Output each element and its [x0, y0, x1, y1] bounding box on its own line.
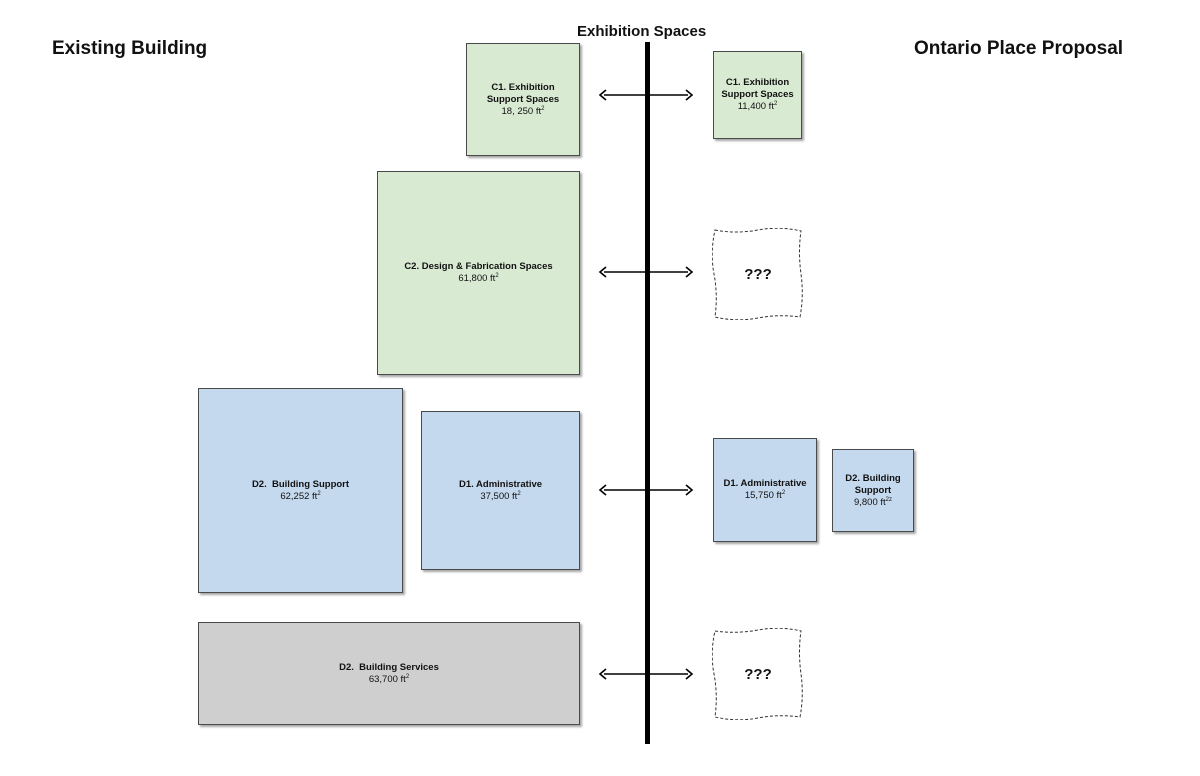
ontario-place-proposal-heading: Ontario Place Proposal [914, 38, 1124, 59]
center-divider-line [645, 42, 650, 744]
existing-d2-services-area: 63,700 ft2 [368, 673, 410, 685]
proposal-d2-support-box: D2. Building Support 9,800 ft2z [832, 449, 914, 532]
existing-d1-box: D1. Administrative 37,500 ft2 [421, 411, 580, 570]
proposal-d2-support-label: D2. Building Support [845, 472, 901, 496]
existing-c1-area: 18, 250 ft2 [501, 105, 545, 117]
existing-c2-label: C2. Design & Fabrication Spaces [404, 261, 553, 272]
proposal-c2-unknown-box: ??? [712, 228, 804, 320]
existing-building-heading: Existing Building [52, 38, 208, 59]
existing-d2-support-label: D2. Building Support [251, 478, 350, 490]
proposal-d1-box: D1. Administrative 15,750 ft2 [713, 438, 817, 542]
dashed-border-icon [712, 628, 803, 720]
existing-c1-box: C1. Exhibition Support Spaces 18, 250 ft… [466, 43, 580, 156]
d1-comparison-arrow-icon [598, 484, 694, 496]
existing-d2-support-box: D2. Building Support 62,252 ft2 [198, 388, 403, 593]
existing-c1-label: C1. Exhibition Support Spaces [486, 81, 560, 105]
existing-c2-box: C2. Design & Fabrication Spaces 61,800 f… [377, 171, 580, 375]
existing-d1-label: D1. Administrative [458, 478, 543, 490]
proposal-c1-label: C1. Exhibition Support Spaces [721, 77, 794, 100]
proposal-c1-area: 11,400 ft2 [737, 100, 778, 112]
d2-services-comparison-arrow-icon [598, 668, 694, 680]
proposal-d2-support-area: 9,800 ft2z [853, 496, 893, 508]
proposal-c2-unknown-text: ??? [744, 265, 772, 283]
proposal-d2-services-unknown-text: ??? [744, 665, 772, 683]
proposal-c1-box: C1. Exhibition Support Spaces 11,400 ft2 [713, 51, 802, 139]
existing-d2-support-area: 62,252 ft2 [280, 490, 321, 502]
existing-d1-area: 37,500 ft2 [480, 490, 521, 502]
existing-c2-area: 61,800 ft2 [458, 272, 499, 284]
dashed-border-icon [712, 228, 803, 320]
c1-comparison-arrow-icon [598, 89, 694, 101]
c2-comparison-arrow-icon [598, 266, 694, 278]
exhibition-spaces-title: Exhibition Spaces [577, 23, 707, 40]
proposal-d1-area: 15,750 ft2 [744, 489, 786, 501]
proposal-d1-label: D1. Administrative [723, 478, 807, 489]
existing-d2-services-box: D2. Building Services 63,700 ft2 [198, 622, 580, 725]
proposal-d2-services-unknown-box: ??? [712, 628, 804, 720]
existing-d2-services-label: D2. Building Services [339, 661, 439, 673]
